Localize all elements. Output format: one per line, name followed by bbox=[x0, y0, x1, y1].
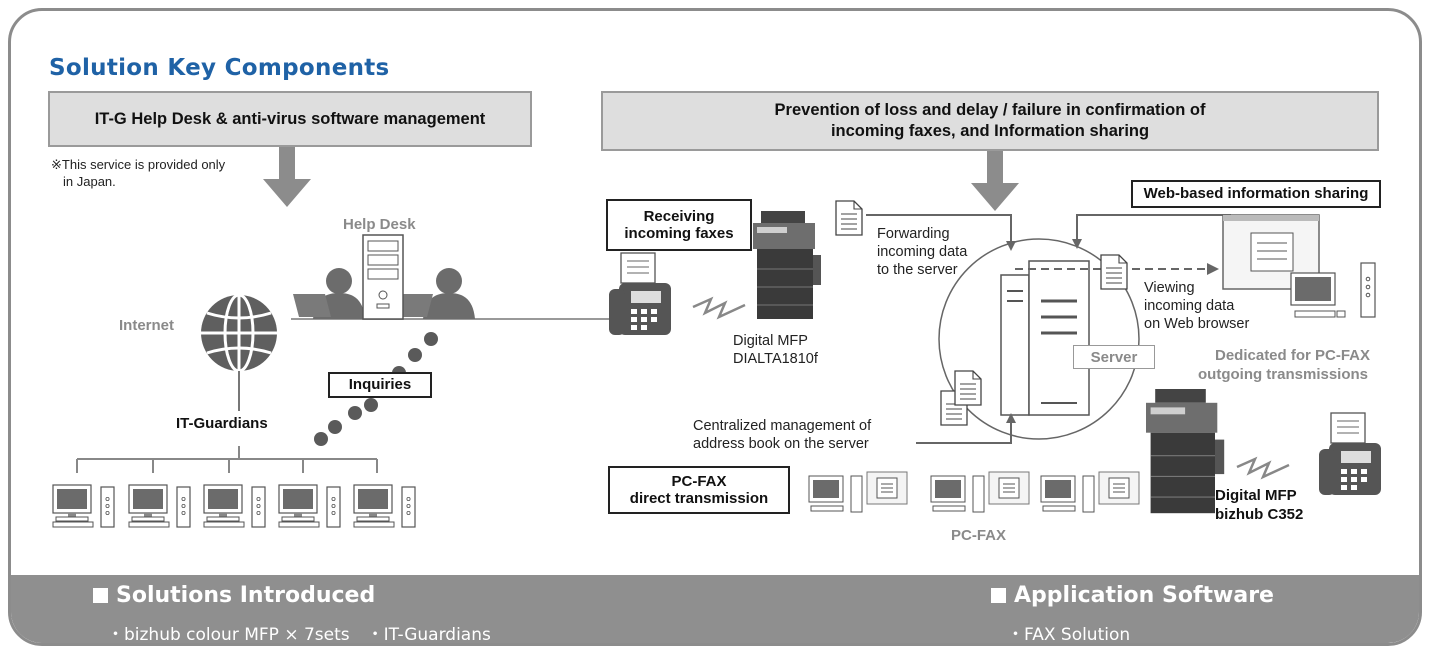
help-desk-label: Help Desk bbox=[343, 216, 416, 233]
globe-icon bbox=[201, 293, 277, 373]
inquiries-label: Inquiries bbox=[328, 372, 432, 398]
server-text: Server bbox=[1090, 348, 1138, 366]
mfp-bizhub-label-line1: Digital MFP bbox=[1215, 487, 1297, 504]
mfp-dialta-label-line1: Digital MFP bbox=[733, 333, 808, 349]
square-bullet-icon bbox=[991, 588, 1006, 603]
transmission-icon bbox=[1236, 456, 1290, 480]
page-title: Solution Key Components bbox=[49, 55, 390, 81]
help-desk-server-icon bbox=[362, 234, 404, 320]
fax-prevention-section-box: Prevention of loss and delay / failure i… bbox=[601, 91, 1379, 151]
mfp-dialta-label-line2: DIALTA1810f bbox=[733, 351, 818, 367]
mfp-bizhub-label-line2: bizhub C352 bbox=[1215, 506, 1304, 523]
dedicated-line2: outgoing transmissions bbox=[1198, 366, 1369, 383]
pc-fax-row bbox=[808, 471, 1140, 513]
solutions-heading-text: Solutions Introduced bbox=[116, 583, 376, 608]
app-software-items: ・FAX Solution bbox=[1007, 625, 1131, 645]
server-circle bbox=[938, 238, 1140, 440]
pc-icon bbox=[52, 484, 416, 528]
network-lines bbox=[76, 446, 378, 473]
service-note-line1: ※This service is provided only bbox=[51, 157, 226, 172]
dedicated-line1: Dedicated for PC-FAX bbox=[1215, 347, 1371, 364]
solutions-items: ・bizhub colour MFP × 7sets ・IT-Guardians bbox=[107, 625, 491, 645]
pc-fax-line2: direct transmission bbox=[629, 490, 769, 507]
diagram-graphics bbox=[52, 99, 1382, 528]
viewing-line1: Viewing bbox=[1144, 280, 1195, 296]
receiving-faxes-label: Receiving incoming faxes bbox=[606, 199, 752, 251]
pc-icon bbox=[1290, 262, 1376, 318]
pc-fax-line1: PC-FAX bbox=[671, 472, 727, 490]
centralized-line1: Centralized management of bbox=[693, 418, 872, 434]
fax-machine-icon bbox=[608, 252, 672, 336]
help-desk-section-label: IT-G Help Desk & anti-virus software man… bbox=[94, 109, 486, 128]
app-software-heading: Application Software bbox=[991, 583, 1274, 608]
pc-fax-direct-label: PC-FAX direct transmission bbox=[608, 466, 790, 514]
laptop-icon bbox=[293, 294, 433, 317]
pc-fax-label: PC-FAX bbox=[951, 527, 1007, 544]
mfp-dialta-icon bbox=[752, 210, 822, 320]
diagram-frame: Solution Key Components IT-G Help Desk &… bbox=[8, 8, 1422, 646]
internet-label: Internet bbox=[119, 317, 175, 334]
server-label: Server bbox=[1073, 345, 1155, 369]
web-sharing-label: Web-based information sharing bbox=[1131, 180, 1381, 208]
receiving-line2: incoming faxes bbox=[624, 225, 734, 242]
fax-prevention-line1: Prevention of loss and delay / failure i… bbox=[774, 100, 1206, 119]
forwarding-line2: incoming data bbox=[877, 244, 968, 260]
footer-bar: Solutions Introduced ・bizhub colour MFP … bbox=[11, 575, 1419, 645]
fax-machine-icon bbox=[1318, 412, 1382, 496]
fax-prevention-line2: incoming faxes, and Information sharing bbox=[830, 122, 1150, 140]
web-sharing-text: Web-based information sharing bbox=[1143, 185, 1369, 203]
right-down-arrow bbox=[971, 131, 1019, 211]
forwarding-line3: to the server bbox=[877, 262, 958, 278]
viewing-line3: on Web browser bbox=[1144, 316, 1250, 332]
inquiries-text: Inquiries bbox=[348, 376, 412, 394]
it-guardians-label: IT-Guardians bbox=[176, 415, 268, 432]
server-icon bbox=[1000, 260, 1090, 416]
document-icon bbox=[1100, 254, 1128, 290]
left-down-arrow bbox=[263, 99, 311, 207]
service-note-line2: in Japan. bbox=[63, 174, 116, 189]
centralized-line2: address book on the server bbox=[693, 436, 869, 452]
forwarding-line1: Forwarding bbox=[877, 226, 950, 242]
transmission-icon bbox=[692, 296, 746, 320]
viewing-line2: incoming data bbox=[1144, 298, 1235, 314]
receiving-line1: Receiving bbox=[643, 207, 715, 225]
mfp-bizhub-icon bbox=[1145, 388, 1225, 514]
help-desk-section-box: IT-G Help Desk & anti-virus software man… bbox=[48, 91, 532, 147]
document-icon bbox=[835, 200, 863, 236]
square-bullet-icon bbox=[93, 588, 108, 603]
solutions-heading: Solutions Introduced bbox=[93, 583, 375, 608]
app-heading-text: Application Software bbox=[1014, 583, 1274, 608]
